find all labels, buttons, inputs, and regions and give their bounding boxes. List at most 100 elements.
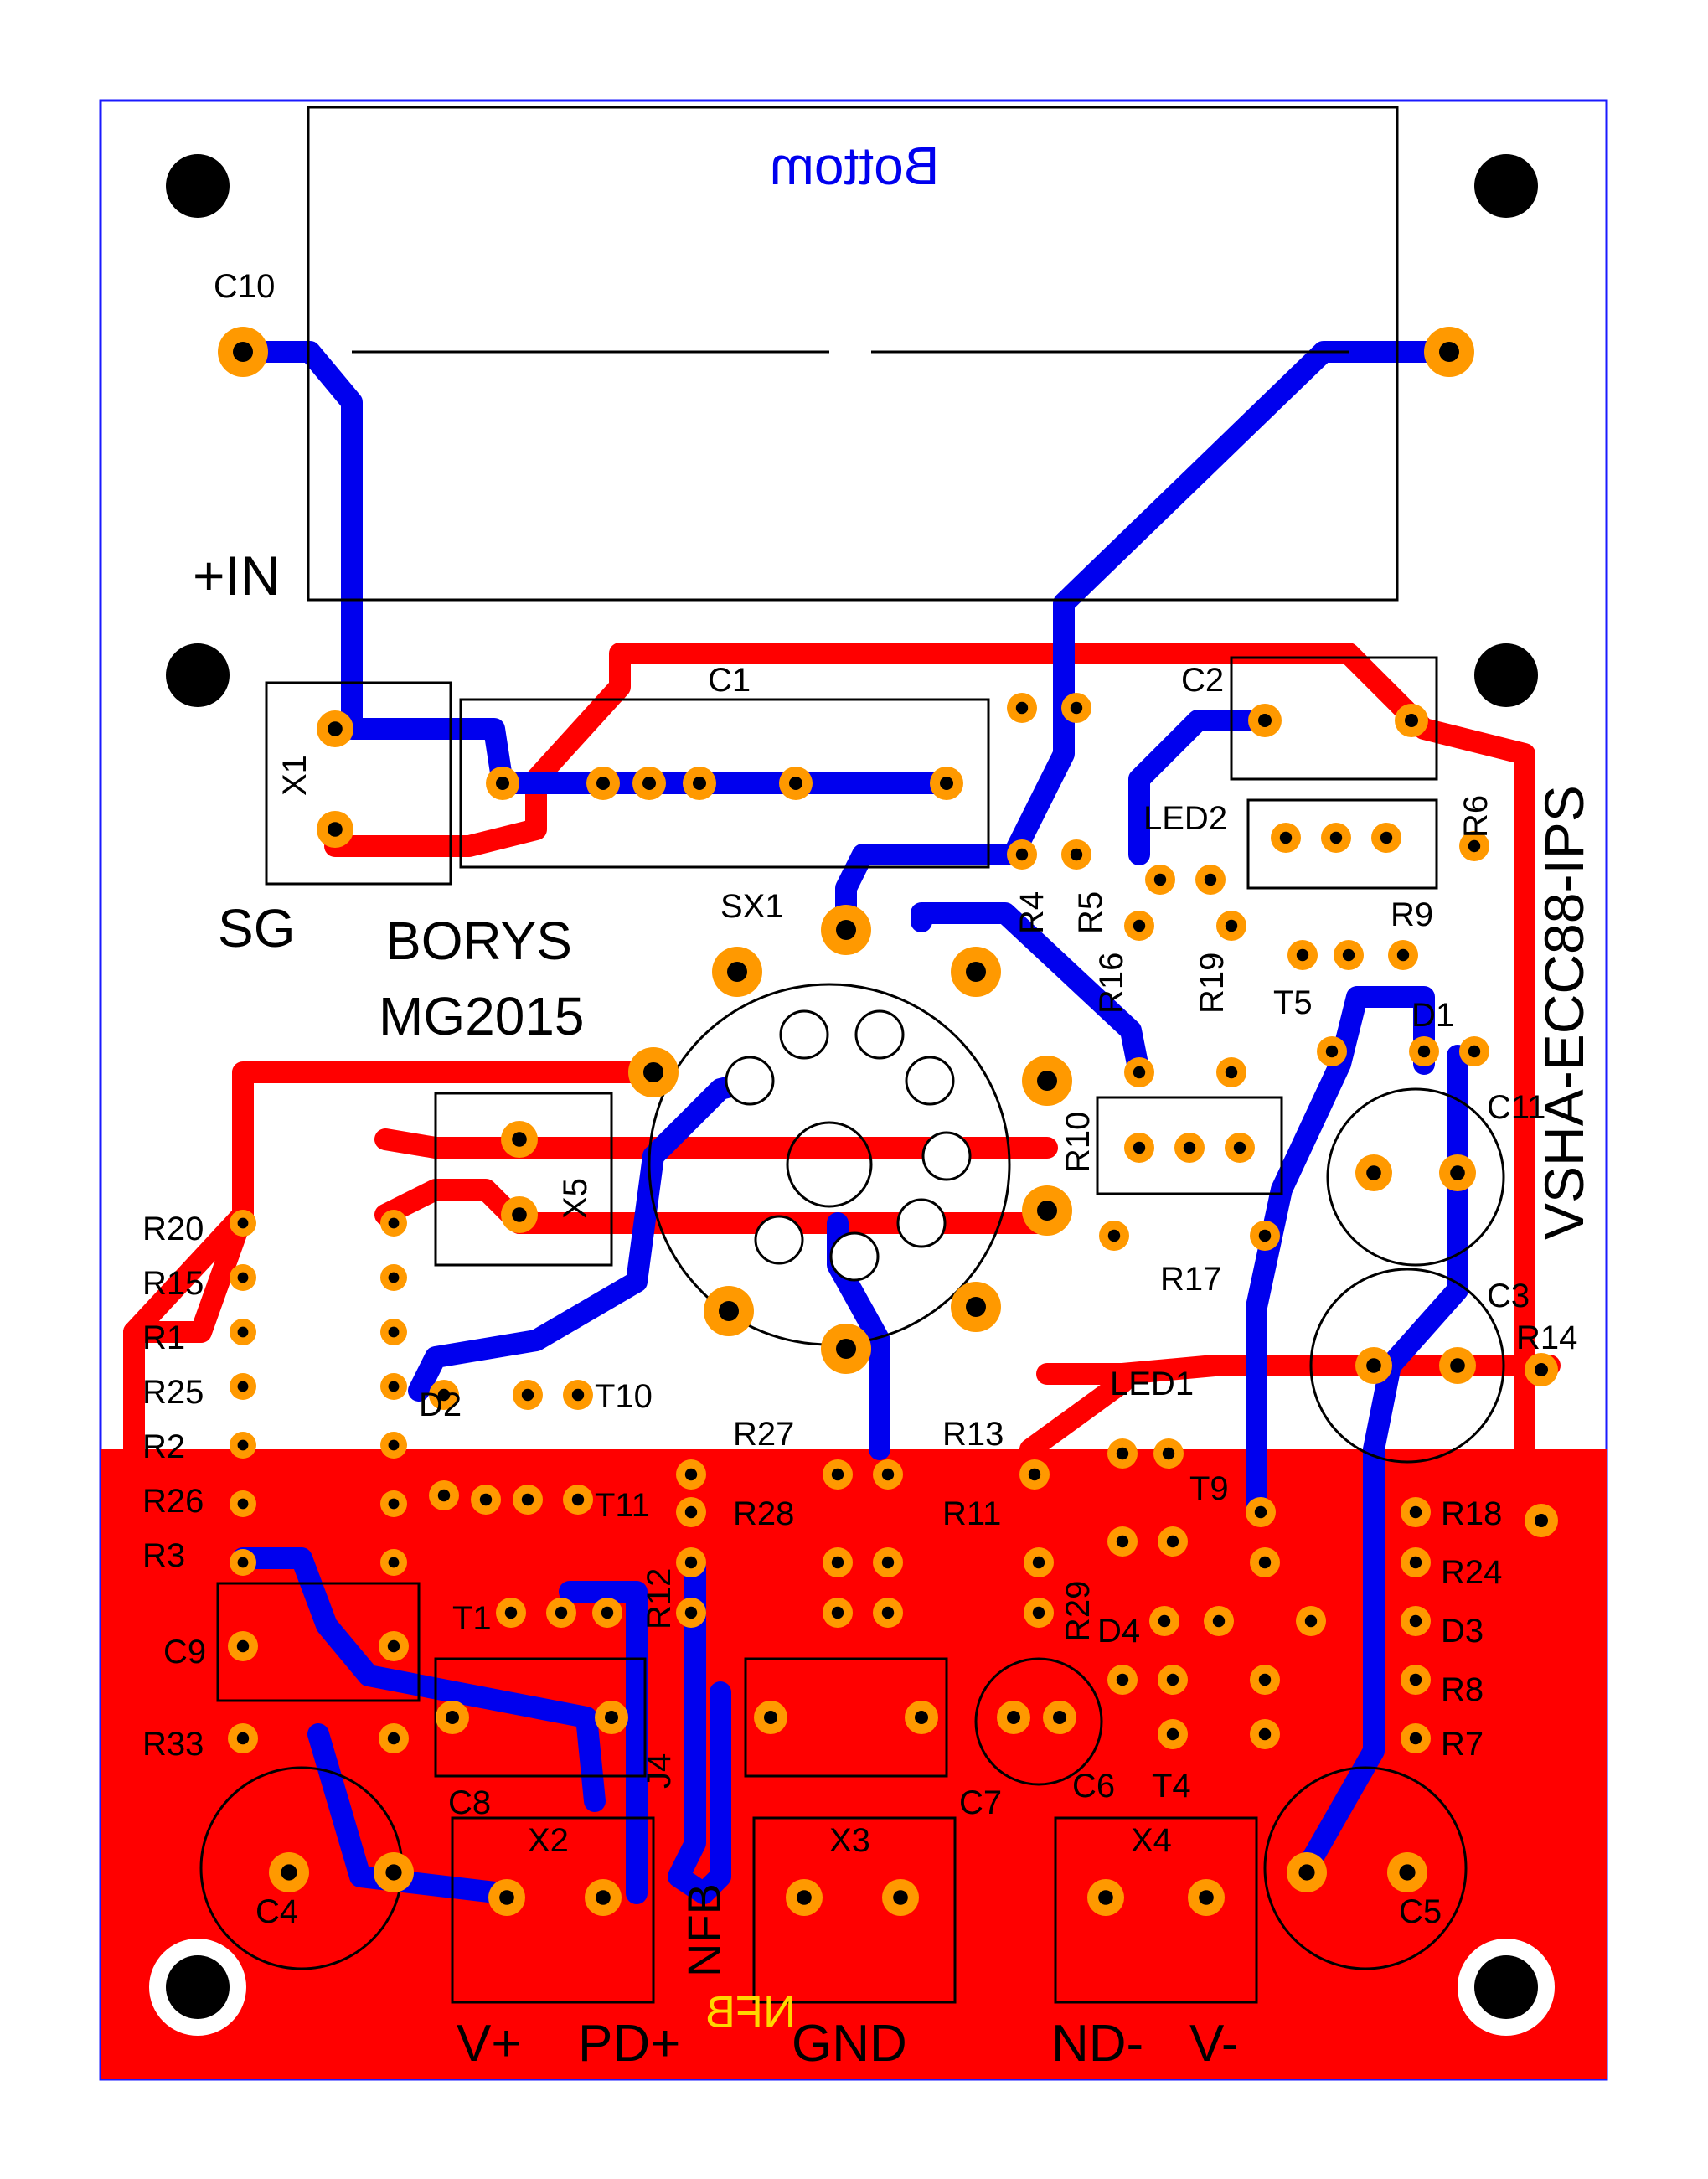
input-label: +IN xyxy=(193,545,281,607)
component-label-sx1: SX1 xyxy=(720,888,784,925)
pad-drill xyxy=(831,1606,844,1619)
pad-drill xyxy=(1037,1201,1057,1221)
component-label-led2: LED2 xyxy=(1143,800,1227,837)
pad-drill xyxy=(836,1339,856,1359)
component-label-r11: R11 xyxy=(942,1495,1001,1532)
component-label-x1: X1 xyxy=(276,755,313,796)
pad-drill xyxy=(789,777,802,790)
label-v-plus: V+ xyxy=(457,2015,522,2073)
pad-drill xyxy=(328,721,343,736)
component-label-t9: T9 xyxy=(1189,1470,1229,1507)
pad-drill xyxy=(1258,714,1272,727)
pad-drill xyxy=(684,1468,698,1481)
board-title: VSHA-ECC88-IPS xyxy=(1533,785,1595,1240)
component-label-c1: C1 xyxy=(708,662,751,699)
pad-drill xyxy=(1133,1141,1146,1154)
component-label-r27: R27 xyxy=(733,1416,794,1453)
component-label-r3: R3 xyxy=(142,1537,185,1574)
pad-drill xyxy=(836,920,856,940)
pad-drill xyxy=(499,1890,514,1905)
label-nd-minus: ND- xyxy=(1051,2015,1143,2073)
pad-drill xyxy=(881,1556,895,1569)
pad-drill xyxy=(643,1062,663,1082)
pad-drill xyxy=(601,1606,614,1619)
component-label-c2: C2 xyxy=(1181,662,1224,699)
pad-drill xyxy=(1162,1447,1175,1460)
component-label-r28: R28 xyxy=(733,1495,794,1532)
pad-drill xyxy=(1439,342,1459,362)
pad-drill xyxy=(1417,1045,1431,1058)
pad-drill xyxy=(571,1493,585,1506)
component-label-r16: R16 xyxy=(1093,953,1130,1014)
component-label-c11: C11 xyxy=(1487,1089,1545,1126)
pad-drill xyxy=(479,1493,493,1506)
pad-drill xyxy=(596,1890,611,1905)
pad-drill xyxy=(388,1326,400,1338)
pad-drill xyxy=(1535,1363,1548,1376)
pad-drill xyxy=(1153,873,1167,886)
pad-drill xyxy=(1409,1505,1422,1519)
pad-drill xyxy=(1032,1556,1045,1569)
pad-drill xyxy=(388,1557,400,1568)
component-label-c6: C6 xyxy=(1072,1768,1115,1805)
component-label-r25: R25 xyxy=(142,1374,204,1411)
pad-drill xyxy=(1107,1229,1121,1242)
pad-drill xyxy=(1233,1141,1246,1154)
component-label-c5: C5 xyxy=(1399,1893,1442,1930)
pad-drill xyxy=(940,777,953,790)
pad-drill xyxy=(1166,1535,1179,1548)
pad-drill xyxy=(1015,848,1029,861)
component-label-d3: D3 xyxy=(1441,1613,1484,1650)
pad-drill xyxy=(236,1732,250,1745)
pad-drill xyxy=(1409,1556,1422,1569)
pad-drill xyxy=(1304,1614,1318,1628)
pad-drill xyxy=(387,1732,400,1745)
pad-drill xyxy=(1166,1673,1179,1686)
pad-drill xyxy=(1212,1614,1226,1628)
layer-label: Bottom xyxy=(770,136,940,196)
pad-drill xyxy=(1098,1890,1113,1905)
pad-drill xyxy=(236,1639,250,1653)
pad-drill xyxy=(387,1639,400,1653)
nfb-mirrored-label: NFB xyxy=(705,1987,796,2037)
pad-drill xyxy=(1396,948,1410,962)
pad-drill xyxy=(328,822,343,837)
component-label-r1: R1 xyxy=(142,1319,185,1356)
component-label-r33: R33 xyxy=(142,1726,204,1763)
pad-drill xyxy=(1116,1447,1129,1460)
component-label-r29: R29 xyxy=(1060,1581,1097,1642)
pad-drill xyxy=(881,1468,895,1481)
component-label-r5: R5 xyxy=(1072,891,1109,934)
component-label-t10: T10 xyxy=(595,1378,653,1415)
pad-drill xyxy=(1450,1165,1465,1180)
pad-drill xyxy=(1405,714,1418,727)
pad-drill xyxy=(237,1439,249,1451)
pad-drill xyxy=(281,1864,297,1881)
pad-drill xyxy=(764,1711,777,1724)
pad-drill xyxy=(684,1556,698,1569)
pad-drill xyxy=(1409,1673,1422,1686)
pad-drill xyxy=(1166,1727,1179,1741)
component-label-t1: T1 xyxy=(452,1600,492,1637)
pad-drill xyxy=(893,1890,908,1905)
pad-drill xyxy=(237,1381,249,1392)
component-label-r26: R26 xyxy=(142,1483,204,1520)
component-label-c7: C7 xyxy=(959,1784,1002,1821)
pad-drill xyxy=(1199,1890,1214,1905)
component-label-r19: R19 xyxy=(1194,953,1231,1014)
component-label-d1: D1 xyxy=(1411,997,1454,1034)
ground-pour xyxy=(101,1449,1607,2079)
pad-drill xyxy=(1258,1727,1272,1741)
component-label-r6: R6 xyxy=(1458,795,1494,838)
pad-drill xyxy=(1070,848,1083,861)
pad-drill xyxy=(1409,1732,1422,1745)
pad-drill xyxy=(237,1217,249,1229)
pad-drill xyxy=(1158,1614,1171,1628)
board-text: Bottom +IN SG BORYS MG2015 VSHA-ECC88-IP… xyxy=(193,136,1595,2073)
component-label-r14: R14 xyxy=(1516,1319,1577,1356)
author-line1: BORYS xyxy=(385,911,572,971)
component-label-r17: R17 xyxy=(1160,1261,1221,1298)
pad-drill xyxy=(237,1498,249,1510)
pad-drill xyxy=(512,1132,527,1147)
